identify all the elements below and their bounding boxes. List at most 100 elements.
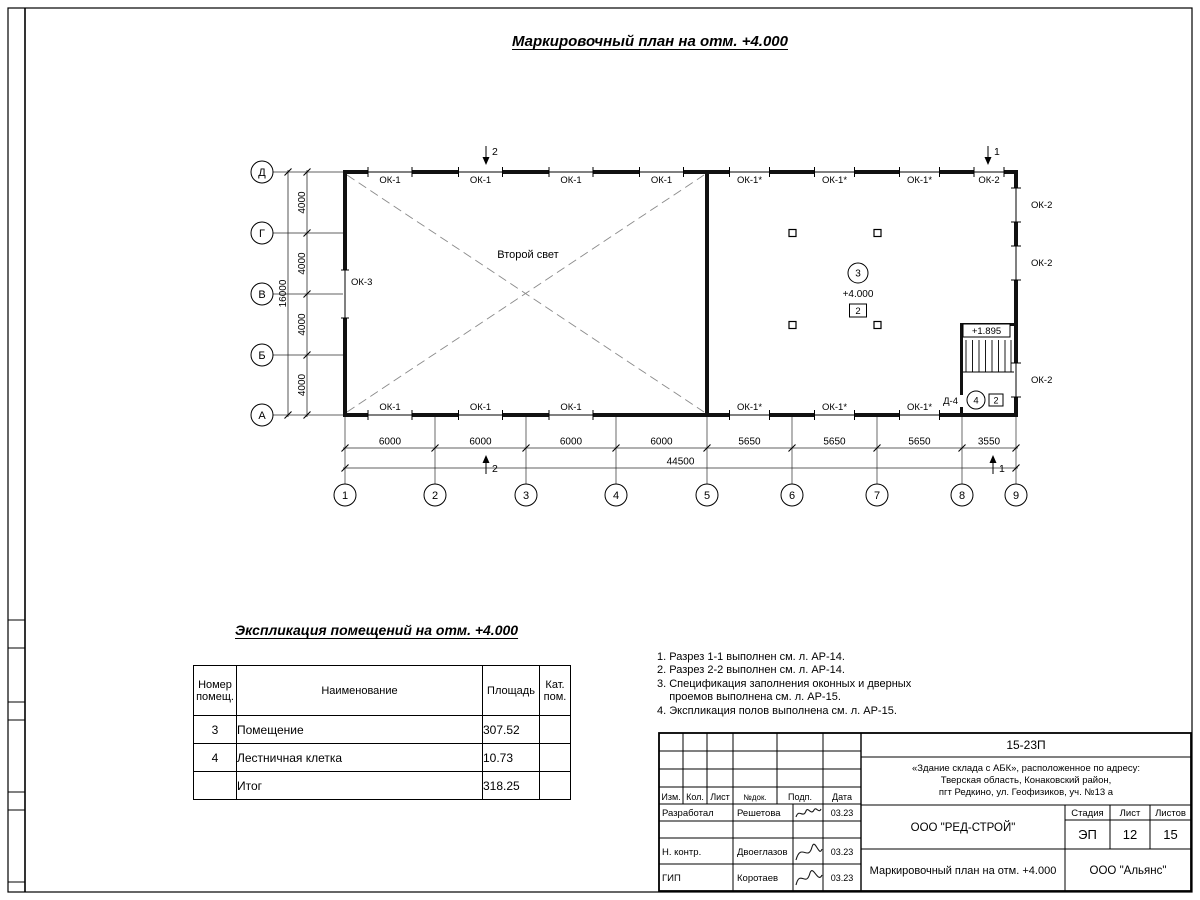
schedule-cell-num: 4 <box>193 743 237 772</box>
schedule-cell-name: Итог <box>236 771 483 800</box>
stair-elevation-tag: +1.895 <box>962 323 1011 338</box>
axis-labels: Д Г В Б А 1 2 3 4 5 6 7 8 9 <box>258 167 1019 502</box>
room-4-marker: Д-4 4 2 <box>943 390 1004 410</box>
section-number: 1 <box>999 463 1005 475</box>
axis-row-label: А <box>258 410 266 422</box>
schedule-cell-cat <box>539 715 571 744</box>
axis-bubbles <box>250 160 1028 507</box>
window-label: ОК-2 <box>1031 258 1052 269</box>
schedule-cell-area: 318.25 <box>482 771 540 800</box>
schedule-cell-cat <box>539 771 571 800</box>
tb-date: 03.23 <box>831 808 854 818</box>
tb-header-col: Лист <box>710 792 730 802</box>
window-top-8 <box>973 167 1005 177</box>
tb-name: Двоеглазов <box>737 847 788 858</box>
structural-columns <box>788 228 882 330</box>
window-top-5 <box>729 167 770 177</box>
col-dim: 5650 <box>738 437 761 448</box>
window-bottom-3 <box>548 410 594 420</box>
window-openings <box>341 167 1021 420</box>
window-label: ОК-1* <box>822 175 847 186</box>
schedule-header-row: Номер помещ. Наименование Площадь Кат. п… <box>193 665 571 716</box>
note-line: 4. Экспликация полов выполнена см. л. АР… <box>657 704 897 717</box>
axis-col-label: 3 <box>523 490 529 502</box>
signatures <box>795 808 823 886</box>
window-right-2 <box>1011 245 1021 281</box>
window-label: ОК-1* <box>907 175 932 186</box>
window-bottom-1 <box>367 410 413 420</box>
schedule-row: Итог 318.25 <box>193 771 571 800</box>
window-bottom-4 <box>729 410 770 420</box>
titleblock-text: Изм. Кол. Лист №док. Подп. Дата Разработ… <box>661 738 1186 884</box>
schedule-header-cat: Кат. пом. <box>539 665 571 716</box>
schedule-header-name: Наименование <box>236 665 483 716</box>
section-markers: 2 1 2 1 <box>482 146 1005 475</box>
sheet-frame <box>7 7 1193 893</box>
row-dim: 4000 <box>297 252 308 275</box>
row-dim: 4000 <box>297 373 308 396</box>
tb-header-col: Дата <box>832 792 852 802</box>
axis-row-label: Б <box>258 350 265 362</box>
col-dim: 3550 <box>978 437 1001 448</box>
col-dim: 6000 <box>379 437 402 448</box>
tb-date: 03.23 <box>831 873 854 883</box>
tb-sheets-value: 15 <box>1163 827 1177 842</box>
schedule-heading: Экспликация помещений на отм. +4.000 <box>235 622 519 638</box>
axis-col-label: 8 <box>959 490 965 502</box>
titleblock-grid <box>658 732 1192 892</box>
room-elevation: +4.000 <box>843 289 874 300</box>
schedule-cell-area: 307.52 <box>482 715 540 744</box>
window-label: ОК-1 <box>651 175 672 186</box>
schedule-cell-cat <box>539 743 571 772</box>
door-mark-label: Д-4 <box>943 396 958 407</box>
tb-role: Н. контр. <box>662 847 701 858</box>
tb-name: Решетова <box>737 808 781 819</box>
window-top-2 <box>458 167 503 177</box>
axis-lines <box>273 171 1017 484</box>
room-number: 4 <box>973 396 978 407</box>
signature-ncontrol <box>795 843 823 861</box>
axis-row-label: Г <box>259 228 265 240</box>
window-labels: ОК-1 ОК-1 ОК-1 ОК-1 ОК-1* ОК-1* ОК-1* ОК… <box>351 175 1052 413</box>
row-total-dim: 16000 <box>278 279 289 307</box>
window-top-7 <box>899 167 940 177</box>
col-total-dim: 44500 <box>667 457 695 468</box>
schedule-row: 3 Помещение 307.52 <box>193 715 571 744</box>
window-label: ОК-1* <box>737 175 762 186</box>
note-line: 1. Разрез 1-1 выполнен см. л. АР-14. <box>657 651 845 663</box>
tb-header-col: №док. <box>743 793 766 802</box>
room-3-marker: 3 +4.000 2 <box>843 262 874 318</box>
note-line: проемов выполнена см. л. АР-15. <box>657 691 841 704</box>
tb-project-code: 15-23П <box>1006 738 1045 752</box>
col-dim: 6000 <box>650 437 673 448</box>
tb-contractor: ООО "Альянс" <box>1090 865 1167 877</box>
tb-object-line: «Здание склада с АБК», расположенное по … <box>912 763 1140 774</box>
second-light-label: Второй свет <box>497 249 558 261</box>
tb-role: ГИП <box>662 873 681 884</box>
window-label: ОК-2 <box>978 175 999 186</box>
axis-col-label: 7 <box>874 490 880 502</box>
window-left-1 <box>341 269 349 319</box>
window-top-1 <box>367 167 413 177</box>
axis-row-label: Д <box>258 167 266 179</box>
staircase <box>963 340 1014 373</box>
window-label: ОК-1 <box>379 402 400 413</box>
dimension-ticks <box>284 168 1020 472</box>
tb-date: 03.23 <box>831 847 854 857</box>
row-dim: 4000 <box>297 191 308 214</box>
schedule-cell-num: 3 <box>193 715 237 744</box>
section-number: 2 <box>492 463 498 475</box>
schedule-cell-name: Помещение <box>236 715 483 744</box>
window-label: ОК-1 <box>470 175 491 186</box>
tb-object-line: пгт Редкино, ул. Геофизиков, уч. №13 а <box>939 787 1114 798</box>
window-label: ОК-2 <box>1031 200 1052 211</box>
window-label: ОК-1 <box>560 175 581 186</box>
schedule-header-area: Площадь <box>482 665 540 716</box>
window-bottom-5 <box>814 410 855 420</box>
row-dim: 4000 <box>297 313 308 336</box>
col-dim: 5650 <box>823 437 846 448</box>
tb-stage-value: ЭП <box>1078 827 1097 842</box>
room-schedule: Номер помещ. Наименование Площадь Кат. п… <box>193 665 571 800</box>
